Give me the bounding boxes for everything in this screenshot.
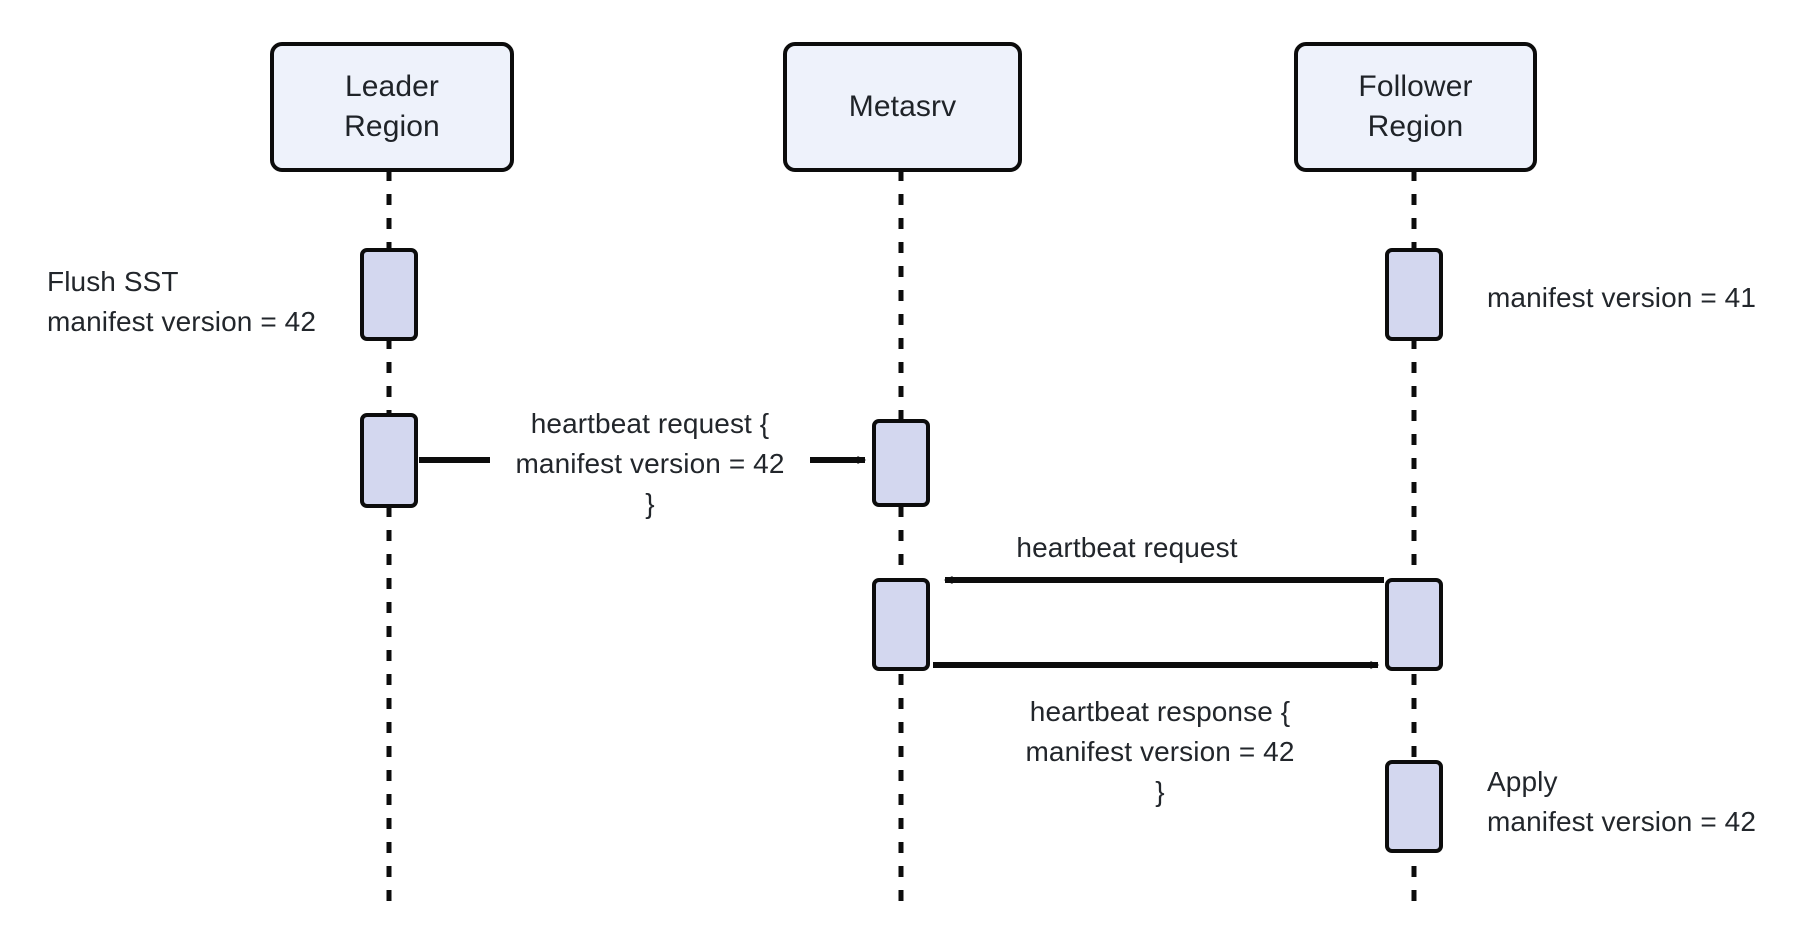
activation-leader-flush[interactable] — [360, 248, 418, 341]
participant-leader-region[interactable]: Leader Region — [270, 42, 514, 172]
participant-follower-region[interactable]: Follower Region — [1294, 42, 1537, 172]
participant-metasrv[interactable]: Metasrv — [783, 42, 1022, 172]
message-label-follower-to-metasrv: heartbeat request — [1016, 532, 1238, 563]
message-label-leader-to-metasrv: heartbeat request { manifest version = 4… — [515, 408, 785, 519]
activation-follower-exchange[interactable] — [1385, 578, 1443, 671]
note-apply-manifest-version: Apply manifest version = 42 — [1487, 766, 1757, 837]
participant-leader-region-label: Leader Region — [344, 69, 440, 143]
activation-follower-apply[interactable] — [1385, 760, 1443, 853]
participant-follower-region-label: Follower Region — [1358, 69, 1473, 143]
note-follower-manifest-version: manifest version = 41 — [1487, 282, 1757, 313]
activation-leader-heartbeat[interactable] — [360, 413, 418, 508]
note-flush-sst: Flush SST manifest version = 42 — [47, 266, 317, 337]
activation-follower-initial[interactable] — [1385, 248, 1443, 341]
message-label-metasrv-to-follower: heartbeat response { manifest version = … — [1025, 696, 1295, 807]
activation-metasrv-heartbeat[interactable] — [872, 419, 930, 507]
activation-metasrv-exchange[interactable] — [872, 578, 930, 671]
participant-metasrv-label: Metasrv — [848, 89, 957, 123]
